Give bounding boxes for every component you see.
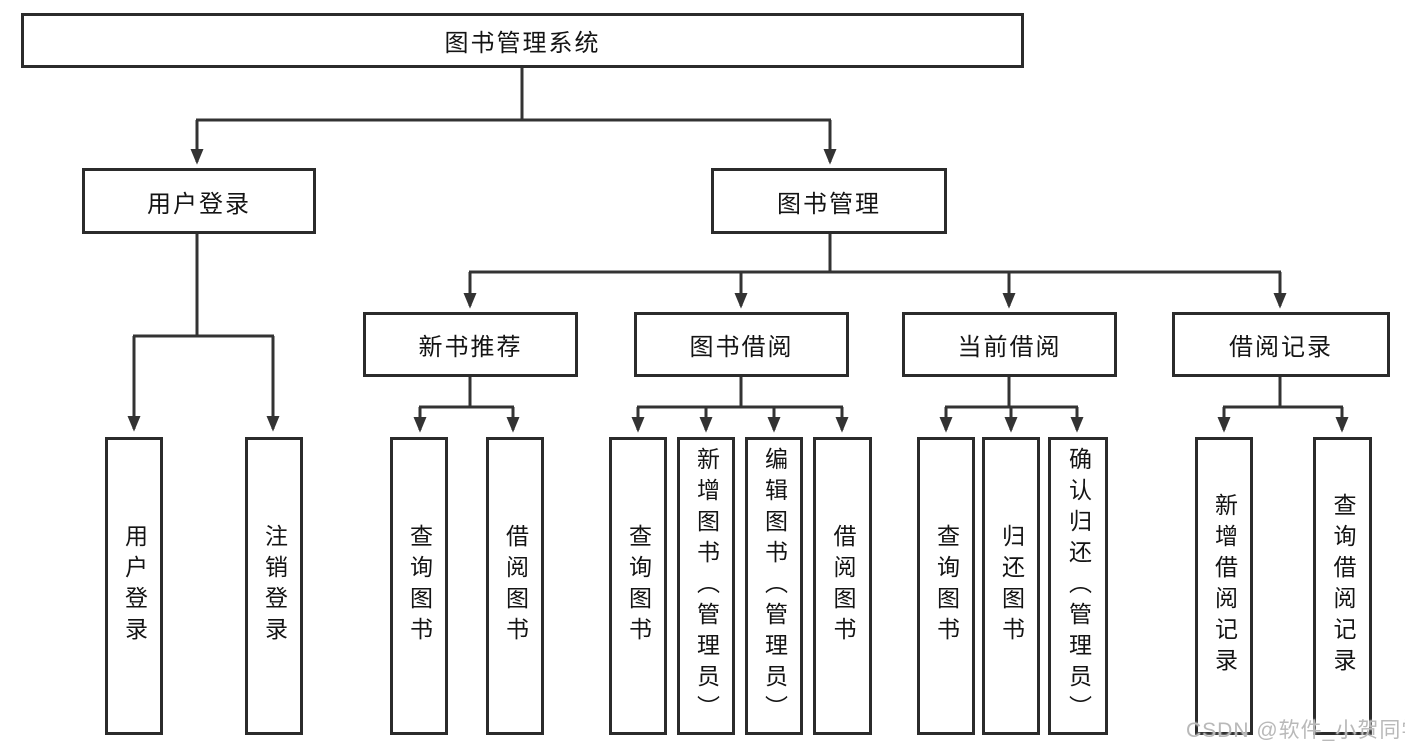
node-logout-leaf: 注销登录 [245, 437, 303, 735]
connector-borrow-record-section [1217, 377, 1349, 433]
node-label: 新增图书（管理员） [693, 446, 720, 726]
node-user-login-leaf: 用户登录 [105, 437, 163, 735]
connector-current-borrow-section [939, 377, 1084, 433]
connector-book-mgmt-to-sections [463, 234, 1287, 309]
node-label: 注销登录 [261, 524, 288, 648]
node-label: 确认归还（管理员） [1065, 446, 1092, 726]
node-book-management: 图书管理 [711, 168, 947, 234]
connector-new-book-section [413, 377, 520, 433]
node-label: 归还图书 [998, 524, 1025, 648]
node-user-login: 用户登录 [82, 168, 316, 234]
node-label: 用户登录 [121, 524, 148, 648]
node-label: 查询图书 [406, 524, 433, 648]
node-query-borrow-record: 查询借阅记录 [1313, 437, 1372, 735]
node-return-books: 归还图书 [982, 437, 1040, 735]
node-label: 借阅图书 [830, 524, 856, 648]
connector-user-login-to-children [127, 234, 280, 432]
node-borrowing-records: 借阅记录 [1172, 312, 1390, 377]
node-borrow-books-leaf: 借阅图书 [813, 437, 872, 735]
node-borrow-books-recommend: 借阅图书 [486, 437, 544, 735]
node-new-book-recommendation: 新书推荐 [363, 312, 578, 377]
node-add-books-admin: 新增图书（管理员） [677, 437, 735, 735]
node-book-borrowing: 图书借阅 [634, 312, 849, 377]
node-label: 借阅图书 [502, 524, 529, 648]
node-label: 新增借阅记录 [1211, 493, 1238, 679]
node-label: 查询借阅记录 [1330, 493, 1356, 679]
node-query-books-borrow: 查询图书 [609, 437, 667, 735]
watermark-text: CSDN @软件_小贺同学 [1186, 719, 1405, 742]
node-label: 编辑图书（管理员） [761, 446, 788, 726]
node-edit-books-admin: 编辑图书（管理员） [745, 437, 803, 735]
node-add-borrow-record: 新增借阅记录 [1195, 437, 1253, 735]
connector-root-to-level2 [190, 68, 837, 165]
connector-book-borrow-section [631, 377, 849, 433]
node-query-books-current: 查询图书 [917, 437, 975, 735]
node-label: 查询图书 [625, 524, 652, 648]
node-label: 查询图书 [933, 524, 960, 648]
node-query-books-recommend: 查询图书 [390, 437, 448, 735]
node-confirm-return-admin: 确认归还（管理员） [1048, 437, 1108, 735]
node-current-borrowing: 当前借阅 [902, 312, 1117, 377]
node-root: 图书管理系统 [21, 13, 1024, 68]
